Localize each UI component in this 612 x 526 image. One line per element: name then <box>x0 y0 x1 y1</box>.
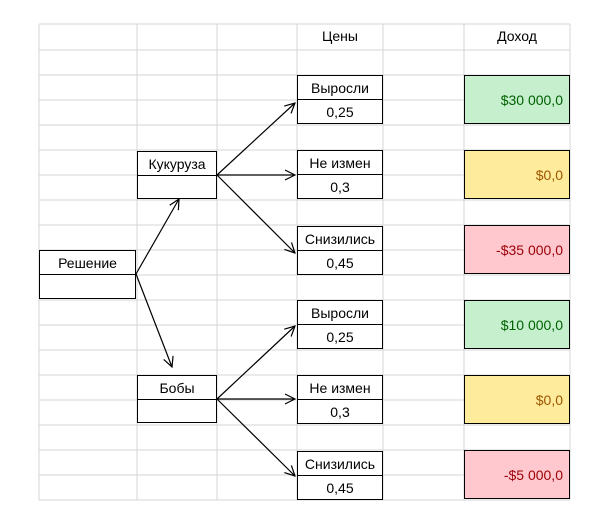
income-cell: $30 000,0 <box>464 75 570 124</box>
arrow-beans-to-down <box>216 398 295 476</box>
outcome-prob: 0,3 <box>330 403 350 420</box>
outcome-node: Не измен 0,3 <box>297 150 383 199</box>
outcome-node: Не измен 0,3 <box>297 375 383 424</box>
income-cell: $10 000,0 <box>464 300 570 349</box>
income-cell: $0,0 <box>464 150 570 199</box>
crop-node-beans: Бобы <box>137 375 217 423</box>
income-cell: $0,0 <box>464 375 570 424</box>
outcome-label: Снизились <box>298 227 382 251</box>
outcome-prob: 0,25 <box>326 103 354 120</box>
arrow-beans-to-up <box>216 326 295 400</box>
outcome-label: Выросли <box>298 76 382 100</box>
outcome-node: Выросли 0,25 <box>297 75 383 124</box>
crop-label: Кукуруза <box>138 152 216 176</box>
outcome-prob: 0,3 <box>330 178 350 195</box>
outcome-node: Снизились 0,45 <box>297 226 383 275</box>
outcome-label: Снизились <box>298 452 382 476</box>
header-prices: Цены <box>322 28 358 44</box>
arrow-corn-to-down <box>216 174 295 253</box>
outcome-node: Снизились 0,45 <box>297 451 383 500</box>
income-cell: -$5 000,0 <box>464 450 570 499</box>
header-income: Доход <box>497 28 537 44</box>
outcome-prob: 0,45 <box>326 479 354 496</box>
outcome-label: Не измен <box>298 151 382 175</box>
decision-label: Решение <box>40 251 135 275</box>
crop-label: Бобы <box>138 376 216 400</box>
arrow-corn-to-up <box>216 103 295 176</box>
decision-node: Решение <box>39 250 136 299</box>
outcome-prob: 0,45 <box>326 254 354 271</box>
arrow-decision-to-corn <box>135 199 179 275</box>
outcome-label: Выросли <box>298 301 382 325</box>
outcome-label: Не измен <box>298 376 382 400</box>
income-cell: -$35 000,0 <box>464 225 570 274</box>
arrow-decision-to-beans <box>135 273 172 367</box>
outcome-prob: 0,25 <box>326 328 354 345</box>
outcome-node: Выросли 0,25 <box>297 300 383 349</box>
crop-node-corn: Кукуруза <box>137 151 217 199</box>
